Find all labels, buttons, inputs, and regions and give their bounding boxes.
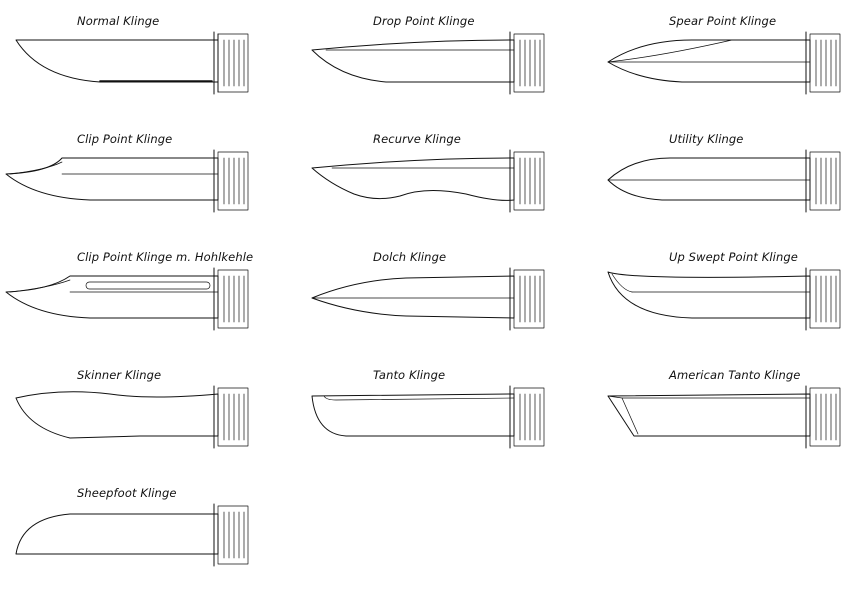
- blade-cell-dagger: Dolch Klinge: [296, 236, 556, 354]
- blade-label-clippoint: Clip Point Klinge: [77, 132, 173, 146]
- recurve-blade-drawing: [311, 149, 545, 213]
- blade-cell-upswept: Up Swept Point Klinge: [592, 236, 845, 354]
- upswept-blade-drawing: [607, 267, 841, 331]
- knife-blade-chart: Normal Klinge Drop Point Klinge Spear Po…: [0, 0, 845, 567]
- blade-cell-clipfuller: Clip Point Klinge m. Hohlkehle: [0, 236, 260, 354]
- blade-label-tanto: Tanto Klinge: [373, 368, 446, 382]
- blade-cell-skinner: Skinner Klinge: [0, 354, 260, 472]
- fuller-groove: [85, 281, 211, 290]
- skinner-blade-drawing: [15, 385, 249, 449]
- blade-cell-utility: Utility Klinge: [592, 118, 845, 236]
- clippoint-blade-drawing: [5, 149, 249, 213]
- normal-blade-drawing: [15, 31, 249, 95]
- droppoint-blade-drawing: [311, 31, 545, 95]
- blade-cell-americantanto: American Tanto Klinge: [592, 354, 845, 472]
- knife-handle: [217, 33, 249, 93]
- sheepfoot-blade-drawing: [15, 503, 249, 567]
- blade-cell-tanto: Tanto Klinge: [296, 354, 556, 472]
- tanto-blade-drawing: [311, 385, 545, 449]
- spearpoint-blade-drawing: [607, 31, 841, 95]
- blade-cell-sheepfoot: Sheepfoot Klinge: [0, 472, 260, 590]
- blade-label-americantanto: American Tanto Klinge: [669, 368, 801, 382]
- blade-label-upswept: Up Swept Point Klinge: [669, 250, 798, 264]
- americantanto-blade-drawing: [607, 385, 841, 449]
- clipfuller-blade-drawing: [5, 267, 249, 331]
- blade-label-dagger: Dolch Klinge: [373, 250, 447, 264]
- blade-cell-droppoint: Drop Point Klinge: [296, 0, 556, 118]
- blade-cell-normal: Normal Klinge: [0, 0, 260, 118]
- blade-label-skinner: Skinner Klinge: [77, 368, 162, 382]
- blade-cell-clippoint: Clip Point Klinge: [0, 118, 260, 236]
- blade-cell-spearpoint: Spear Point Klinge: [592, 0, 845, 118]
- blade-label-utility: Utility Klinge: [669, 132, 744, 146]
- blade-label-droppoint: Drop Point Klinge: [373, 14, 475, 28]
- blade-label-spearpoint: Spear Point Klinge: [669, 14, 777, 28]
- blade-label-clipfuller: Clip Point Klinge m. Hohlkehle: [77, 250, 254, 264]
- dagger-blade-drawing: [311, 267, 545, 331]
- blade-label-normal: Normal Klinge: [77, 14, 160, 28]
- utility-blade-drawing: [607, 149, 841, 213]
- blade-cell-recurve: Recurve Klinge: [296, 118, 556, 236]
- blade-label-sheepfoot: Sheepfoot Klinge: [77, 486, 177, 500]
- blade-label-recurve: Recurve Klinge: [373, 132, 461, 146]
